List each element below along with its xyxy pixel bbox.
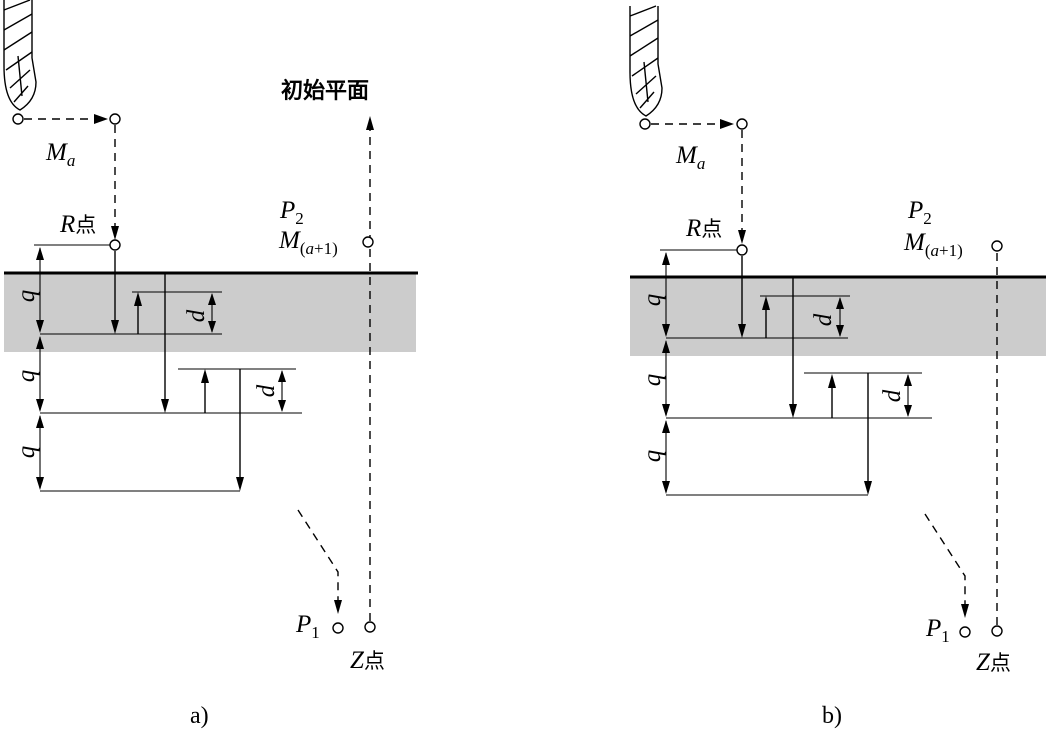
point-r [736, 244, 748, 256]
workpiece-block-b [630, 278, 1046, 356]
panel-b: Ma R点 q q q [629, 5, 1046, 729]
svg-text:q: q [639, 294, 666, 307]
label-r-point: R点 [685, 215, 722, 242]
workpiece-block-a [4, 274, 416, 352]
label-initial-plane: 初始平面 [281, 78, 369, 104]
drill-bit-icon [629, 5, 663, 117]
point-p2 [362, 236, 374, 248]
label-p1: P1 [295, 611, 320, 642]
label-m-next: M(a+1) [903, 229, 963, 260]
label-p2: P2 [279, 197, 304, 228]
dimension-q-3: q [639, 420, 670, 494]
svg-text:d: d [810, 313, 837, 326]
label-z-point: Z点 [350, 647, 385, 674]
label-p1: P1 [925, 615, 950, 646]
drill-tip-point [12, 113, 24, 125]
drill-bit-icon [3, 0, 37, 111]
svg-text:d: d [879, 389, 906, 402]
dimension-d-1: d [183, 293, 216, 333]
point-ma [109, 113, 121, 125]
point-r [109, 239, 121, 251]
panel-a: Ma R点 q q q [3, 0, 418, 729]
caption-a: a) [190, 703, 209, 729]
label-ma: Ma [45, 139, 75, 170]
dimension-q-2: q [639, 340, 670, 417]
svg-text:q: q [13, 446, 40, 459]
svg-text:q: q [639, 450, 666, 463]
label-ma: Ma [675, 142, 705, 173]
point-p1 [959, 626, 971, 638]
label-m-next: M(a+1) [278, 227, 338, 258]
point-z [364, 621, 376, 633]
caption-b: b) [822, 703, 842, 729]
drill-tip-point [639, 118, 651, 130]
svg-text:q: q [13, 370, 40, 383]
svg-text:q: q [639, 374, 666, 387]
svg-text:q: q [13, 290, 40, 303]
label-p2: P2 [907, 197, 932, 228]
point-p2 [991, 240, 1003, 252]
point-z [991, 625, 1003, 637]
dimension-q-1: q [13, 247, 44, 333]
dimension-d-2: d [253, 370, 286, 412]
label-z-point: Z点 [976, 649, 1011, 676]
dimension-q-2: q [13, 336, 44, 412]
point-ma [736, 118, 748, 130]
point-p1 [332, 622, 344, 634]
dimension-d-1: d [810, 297, 844, 337]
label-r-point: R点 [59, 211, 96, 238]
dimension-d-2: d [879, 374, 912, 417]
dimension-q-3: q [13, 415, 44, 490]
svg-text:d: d [253, 384, 280, 397]
svg-text:d: d [183, 309, 210, 322]
dimension-q-1: q [639, 252, 670, 337]
